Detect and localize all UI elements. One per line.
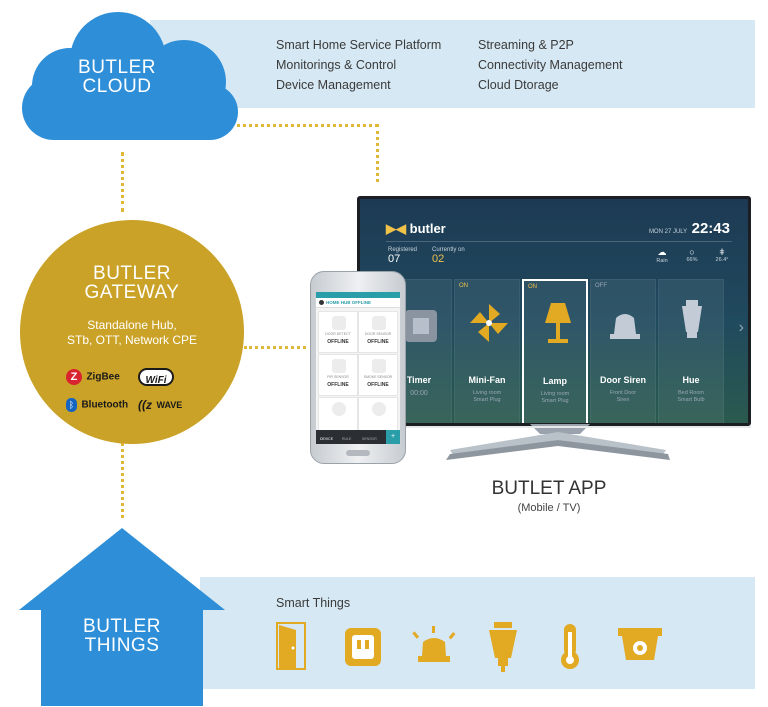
cloud-icon (22, 12, 238, 140)
smart-plug-icon (345, 628, 381, 666)
gateway-circle (20, 220, 244, 444)
zwave-logo: ((z WAVE (138, 396, 182, 412)
tv-next-arrow-icon[interactable]: › (738, 319, 744, 336)
bluetooth-label: Bluetooth (81, 399, 129, 411)
lamp-icon (489, 622, 517, 672)
tv-stand (446, 424, 670, 460)
home-icon (319, 300, 324, 305)
add-button[interactable]: + (386, 430, 400, 444)
thermometer-icon: ǂ (719, 247, 725, 257)
tab-device[interactable]: DEVICE (320, 437, 334, 441)
wifi-logo: WiFi (138, 368, 174, 386)
phone-home-button (346, 450, 370, 456)
feature-item: Smart Home Service Platform (276, 38, 442, 52)
bluetooth-icon: ᛒ (66, 397, 77, 412)
tv-currently-on: Currently on 02 (432, 247, 465, 265)
tv-time: 22:43 (691, 220, 730, 237)
tv-registered: Registered 07 (388, 247, 418, 265)
siren-icon (412, 626, 456, 662)
tab-rule[interactable]: RULE (342, 437, 352, 441)
connector-cloud-gateway (121, 152, 124, 212)
tv-date: MON 27 JULY (648, 229, 688, 235)
device-icon (332, 359, 346, 373)
camera-icon (618, 628, 662, 660)
lamp-icon (545, 303, 571, 343)
tv-datetime: MON 27 JULY 22:43 (649, 220, 730, 238)
things-band-title: Smart Things (276, 596, 351, 610)
feature-item: Streaming & P2P (478, 38, 574, 52)
humidity-icon: ○ (689, 247, 695, 257)
things-title: BUTLER THINGS (83, 616, 161, 656)
tv-weather: ☁ Rain ○ 66% ǂ 26.4° (650, 247, 740, 273)
cloud-features-left: Smart Home Service Platform Monitorings … (276, 35, 476, 95)
timer-icon (405, 310, 437, 342)
bluetooth-logo: ᛒ Bluetooth (66, 396, 128, 412)
connector-gateway-things (121, 438, 124, 518)
feature-item: Monitorings & Control (276, 58, 397, 72)
zigbee-logo: Z ZigBee (66, 368, 120, 386)
butler-logo-icon: ▶◀ (386, 221, 406, 236)
cloud-title: BUTLER CLOUD (78, 57, 156, 97)
wifi-label: WiFi (145, 375, 167, 386)
zwave-icon: ((z (138, 397, 152, 412)
phone-header: HOME HUB OFFLINE (316, 298, 400, 308)
tab-sensor[interactable]: SENSOR (362, 437, 377, 441)
device-icon (332, 316, 346, 330)
tv-divider (386, 241, 732, 242)
cloud-features-band (150, 20, 755, 108)
device-icon (332, 402, 346, 416)
zwave-label: WAVE (156, 399, 183, 410)
door-icon (276, 622, 306, 670)
gateway-subtitle: Standalone Hub, STb, OTT, Network CPE (66, 318, 198, 347)
connector-cloud-app (237, 124, 378, 127)
gateway-title: BUTLER GATEWAY (84, 263, 180, 303)
siren-icon (610, 314, 640, 339)
feature-item: Device Management (276, 78, 391, 92)
fan-icon (470, 304, 508, 342)
app-subtitle: (Mobile / TV) (517, 502, 581, 514)
rain-cloud-icon: ☁ (657, 247, 667, 257)
cloud-features-right: Streaming & P2P Connectivity Management … (478, 35, 678, 95)
tv-screen: ▶◀ butler MON 27 JULY 22:43 Registered 0… (360, 199, 748, 423)
tv-reflection (357, 426, 751, 428)
zigbee-label: ZigBee (86, 371, 120, 383)
thermometer-icon (561, 624, 579, 669)
connector-cloud-app-down (376, 124, 379, 182)
phone-tabbar: DEVICE RULE SENSOR + (316, 430, 400, 444)
device-icon (372, 316, 386, 330)
app-title: BUTLET APP (491, 478, 607, 499)
phone-statusbar (316, 292, 400, 298)
bulb-icon (682, 300, 702, 338)
feature-item: Connectivity Management (478, 58, 623, 72)
house-icon (19, 528, 225, 706)
device-icon (372, 402, 386, 416)
connector-gateway-app (244, 346, 306, 349)
tv-logo: ▶◀ butler (386, 221, 446, 236)
device-icon (372, 359, 386, 373)
feature-item: Cloud Dtorage (478, 78, 559, 92)
